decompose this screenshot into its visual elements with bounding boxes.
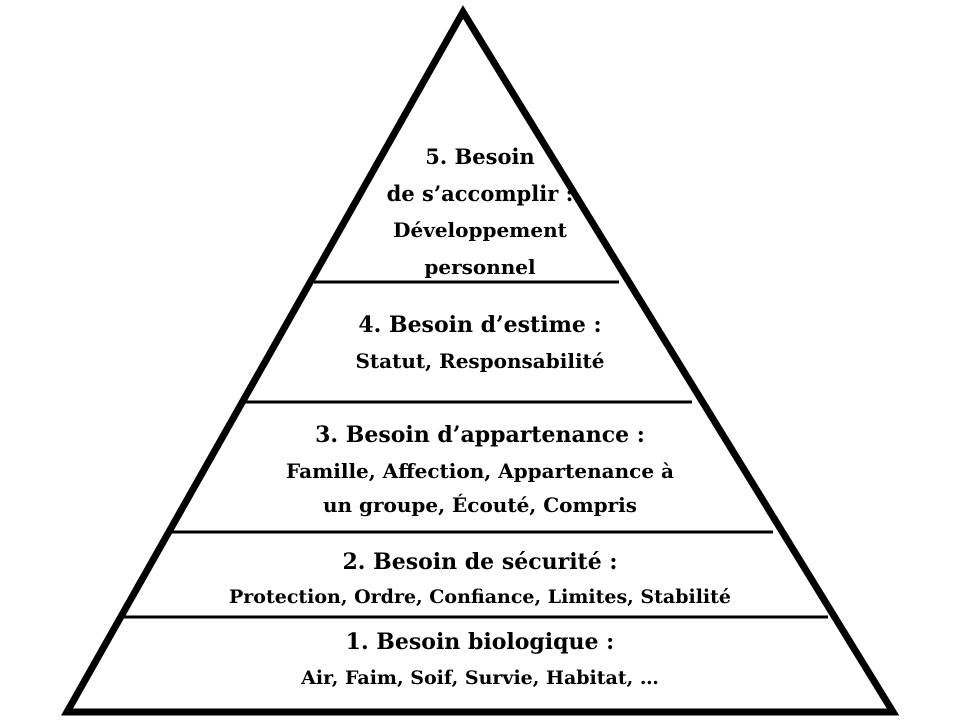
level-2-title: 2. Besoin de sécurité : <box>342 549 618 575</box>
level-1-desc: Air, Faim, Soif, Survie, Habitat, … <box>301 667 659 689</box>
level-3-desc-line1: Famille, Affection, Appartenance à <box>286 459 674 483</box>
level-5-desc-line2: personnel <box>424 255 536 279</box>
pyramid-outline <box>60 5 900 716</box>
level-3-title: 3. Besoin d’appartenance : <box>315 422 645 448</box>
level-5-title-line2: de s’accomplir : <box>386 181 574 206</box>
level-5-title-line1: 5. Besoin <box>425 144 535 169</box>
level-3-belonging: 3. Besoin d’appartenance : Famille, Affe… <box>0 416 960 522</box>
level-2-desc: Protection, Ordre, Confiance, Limites, S… <box>228 586 732 608</box>
level-1-title: 1. Besoin biologique : <box>345 629 615 655</box>
level-5-self-actualization: 5. Besoin de s’accomplir : Développement… <box>0 138 960 286</box>
level-5-desc-line1: Développement <box>393 218 567 242</box>
level-4-title: 4. Besoin d’estime : <box>358 312 602 338</box>
level-3-desc-line2: un groupe, Écouté, Compris <box>322 493 638 517</box>
level-2-safety: 2. Besoin de sécurité : Protection, Ordr… <box>0 544 960 614</box>
level-4-desc: Statut, Responsabilité <box>355 349 605 373</box>
level-4-esteem: 4. Besoin d’estime : Statut, Responsabil… <box>0 306 960 378</box>
level-1-biological: 1. Besoin biologique : Air, Faim, Soif, … <box>0 624 960 696</box>
